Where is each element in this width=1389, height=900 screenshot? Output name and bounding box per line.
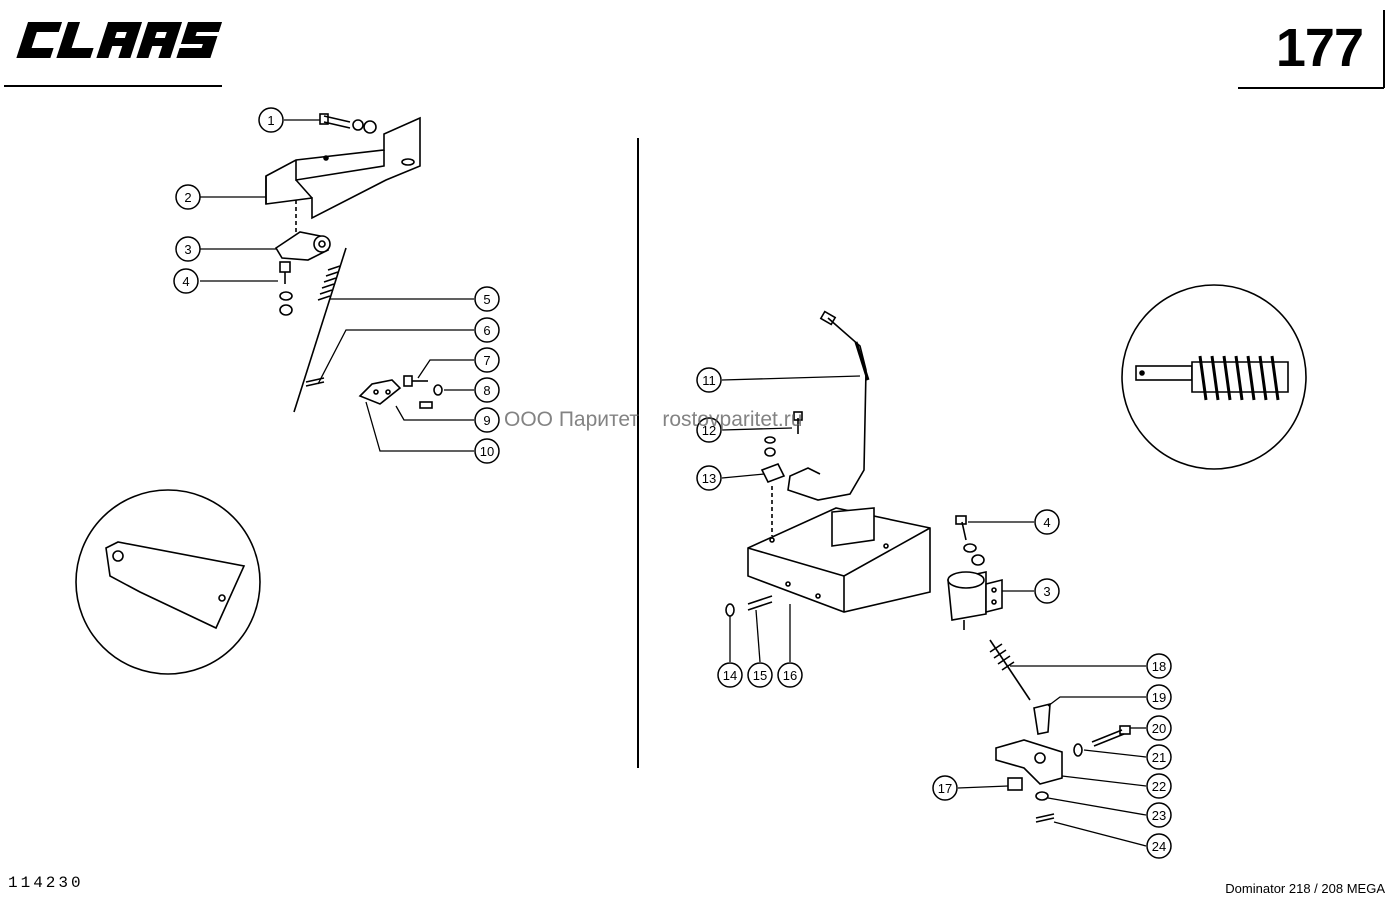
callout-7: 7 [474, 347, 500, 373]
header-rule [4, 10, 1385, 89]
callout-circle [717, 662, 743, 688]
callout-label: 4 [182, 274, 189, 289]
callout-circle [1146, 715, 1172, 741]
callout-label: 16 [783, 668, 797, 683]
callout-label: 7 [483, 353, 490, 368]
callout-14: 14 [717, 662, 743, 688]
callout-circle [474, 317, 500, 343]
callout-19: 19 [1146, 684, 1172, 710]
callout-label: 24 [1152, 839, 1166, 854]
callout-circle [474, 347, 500, 373]
callout-16: 16 [777, 662, 803, 688]
callout-12: 12 [696, 417, 722, 443]
callout-label: 23 [1152, 808, 1166, 823]
callout-22: 22 [1146, 773, 1172, 799]
callout-label: 12 [702, 423, 716, 438]
callout-circle [1146, 802, 1172, 828]
callout-label: 22 [1152, 779, 1166, 794]
callout-label: 9 [483, 413, 490, 428]
callout-label: 13 [702, 471, 716, 486]
callout-6: 6 [474, 317, 500, 343]
callout-circle [1146, 684, 1172, 710]
left-detail-view [75, 489, 261, 675]
callout-circle [777, 662, 803, 688]
callout-2: 2 [175, 184, 201, 210]
callout-24: 24 [1146, 833, 1172, 859]
callout-label: 15 [753, 668, 767, 683]
callout-circle [696, 417, 722, 443]
callout-circle [175, 184, 201, 210]
callout-label: 11 [702, 373, 716, 388]
callout-18: 18 [1146, 653, 1172, 679]
claas-logo [8, 16, 230, 69]
callout-circle [1146, 744, 1172, 770]
callout-circle [1146, 653, 1172, 679]
callout-circle [474, 407, 500, 433]
callout-23: 23 [1146, 802, 1172, 828]
logo-graphic [16, 22, 223, 58]
callout-circle [932, 775, 958, 801]
callout-9: 9 [474, 407, 500, 433]
callout-circle [1034, 509, 1060, 535]
callout-circle [175, 236, 201, 262]
callout-label: 4 [1043, 515, 1050, 530]
callout-circle [1146, 773, 1172, 799]
callout-circle [258, 107, 284, 133]
callout-4: 4 [1034, 509, 1060, 535]
right-detail-view [1121, 284, 1307, 470]
callout-label: 3 [1043, 584, 1050, 599]
callout-circle [696, 367, 722, 393]
callout-20: 20 [1146, 715, 1172, 741]
callout-label: 3 [184, 242, 191, 257]
callout-5: 5 [474, 286, 500, 312]
callout-4: 4 [173, 268, 199, 294]
callout-label: 10 [480, 444, 494, 459]
callout-3: 3 [1034, 578, 1060, 604]
callout-15: 15 [747, 662, 773, 688]
callout-circle [474, 377, 500, 403]
callout-1: 1 [258, 107, 284, 133]
callout-circle [1146, 833, 1172, 859]
callout-circle [474, 286, 500, 312]
callout-label: 6 [483, 323, 490, 338]
right-assembly [725, 310, 1131, 823]
callout-circle [173, 268, 199, 294]
callout-circle [474, 438, 500, 464]
callout-label: 17 [938, 781, 952, 796]
callout-label: 2 [184, 190, 191, 205]
callout-label: 5 [483, 292, 490, 307]
callout-label: 18 [1152, 659, 1166, 674]
callout-17: 17 [932, 775, 958, 801]
callout-label: 21 [1152, 750, 1166, 765]
callout-circle [1034, 578, 1060, 604]
callout-8: 8 [474, 377, 500, 403]
page-number: 177 [1275, 18, 1364, 78]
callout-3: 3 [175, 236, 201, 262]
callout-13: 13 [696, 465, 722, 491]
callout-label: 14 [723, 668, 737, 683]
callout-10: 10 [474, 438, 500, 464]
callout-21: 21 [1146, 744, 1172, 770]
callout-circle [747, 662, 773, 688]
watermark-text: ООО Паритет rostovparitet.ru [504, 408, 803, 431]
callout-leaders [200, 119, 1147, 847]
document-id: 114230 [8, 874, 84, 892]
callout-label: 8 [483, 383, 490, 398]
callout-label: 19 [1152, 690, 1166, 705]
callout-label: 20 [1152, 721, 1166, 736]
callout-circle [696, 465, 722, 491]
callout-label: 1 [267, 113, 274, 128]
model-name: Dominator 218 / 208 MEGA [1225, 881, 1385, 896]
callout-11: 11 [696, 367, 722, 393]
left-assembly [265, 113, 443, 413]
